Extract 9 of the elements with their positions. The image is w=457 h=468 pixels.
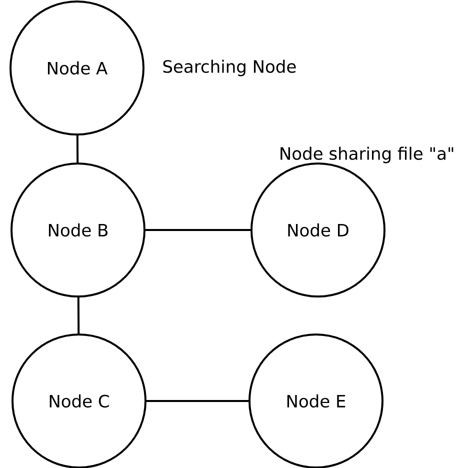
circle-node: Node D (250, 162, 386, 298)
circle-node: Node B (10, 162, 146, 298)
node-caption: Searching Node (163, 60, 296, 76)
connector-line (77, 297, 80, 334)
circle-node: Node A (10, 0, 144, 136)
connector-line (146, 229, 250, 231)
connector-line (76, 136, 79, 163)
node-caption: Node sharing file "a" (280, 146, 454, 164)
connector-line (146, 400, 248, 402)
